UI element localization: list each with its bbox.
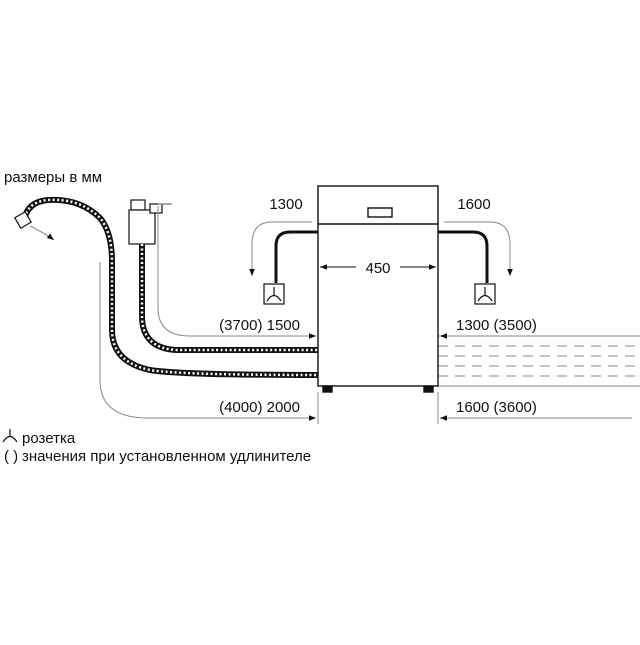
legend-socket-label: розетка: [22, 430, 76, 447]
inlet-left-label: (4000) 2000: [219, 399, 300, 416]
tap-icon: [128, 199, 172, 245]
floor-lines: [438, 335, 640, 387]
right-socket-reach-label: 1600: [457, 196, 490, 213]
drain-right-label: 1300 (3500): [456, 317, 537, 334]
width-label: 450: [365, 260, 390, 277]
drain-left-label: (3700) 1500: [219, 317, 300, 334]
left-socket-reach-label: 1300: [269, 196, 302, 213]
right-power-cable: [438, 230, 489, 283]
drain-reach-arc: [157, 206, 316, 339]
inlet-hose-texture: [140, 244, 318, 352]
left-socket-reach-arc: [249, 221, 312, 276]
inlet-right-label: 1600 (3600): [456, 399, 537, 416]
extension-lines: [317, 392, 439, 424]
inlet-hose: [139, 244, 318, 353]
inlet-reach-arc: [99, 262, 316, 421]
units-note: размеры в мм: [4, 169, 102, 186]
legend-extension-symbol: ( ): [4, 448, 18, 465]
socket-icon: [474, 283, 496, 305]
hose-texture: [22, 198, 319, 377]
socket-icon: [263, 283, 285, 305]
left-power-cable: [274, 230, 318, 283]
right-socket-reach-arc: [444, 221, 513, 276]
legend-socket-icon: [2, 429, 18, 443]
dishwasher-icon: [317, 185, 439, 393]
legend-extension-label: значения при установленном удлинителе: [22, 448, 311, 465]
hose-end-icon: [13, 210, 33, 230]
hose-guide-arrow: [29, 225, 55, 241]
